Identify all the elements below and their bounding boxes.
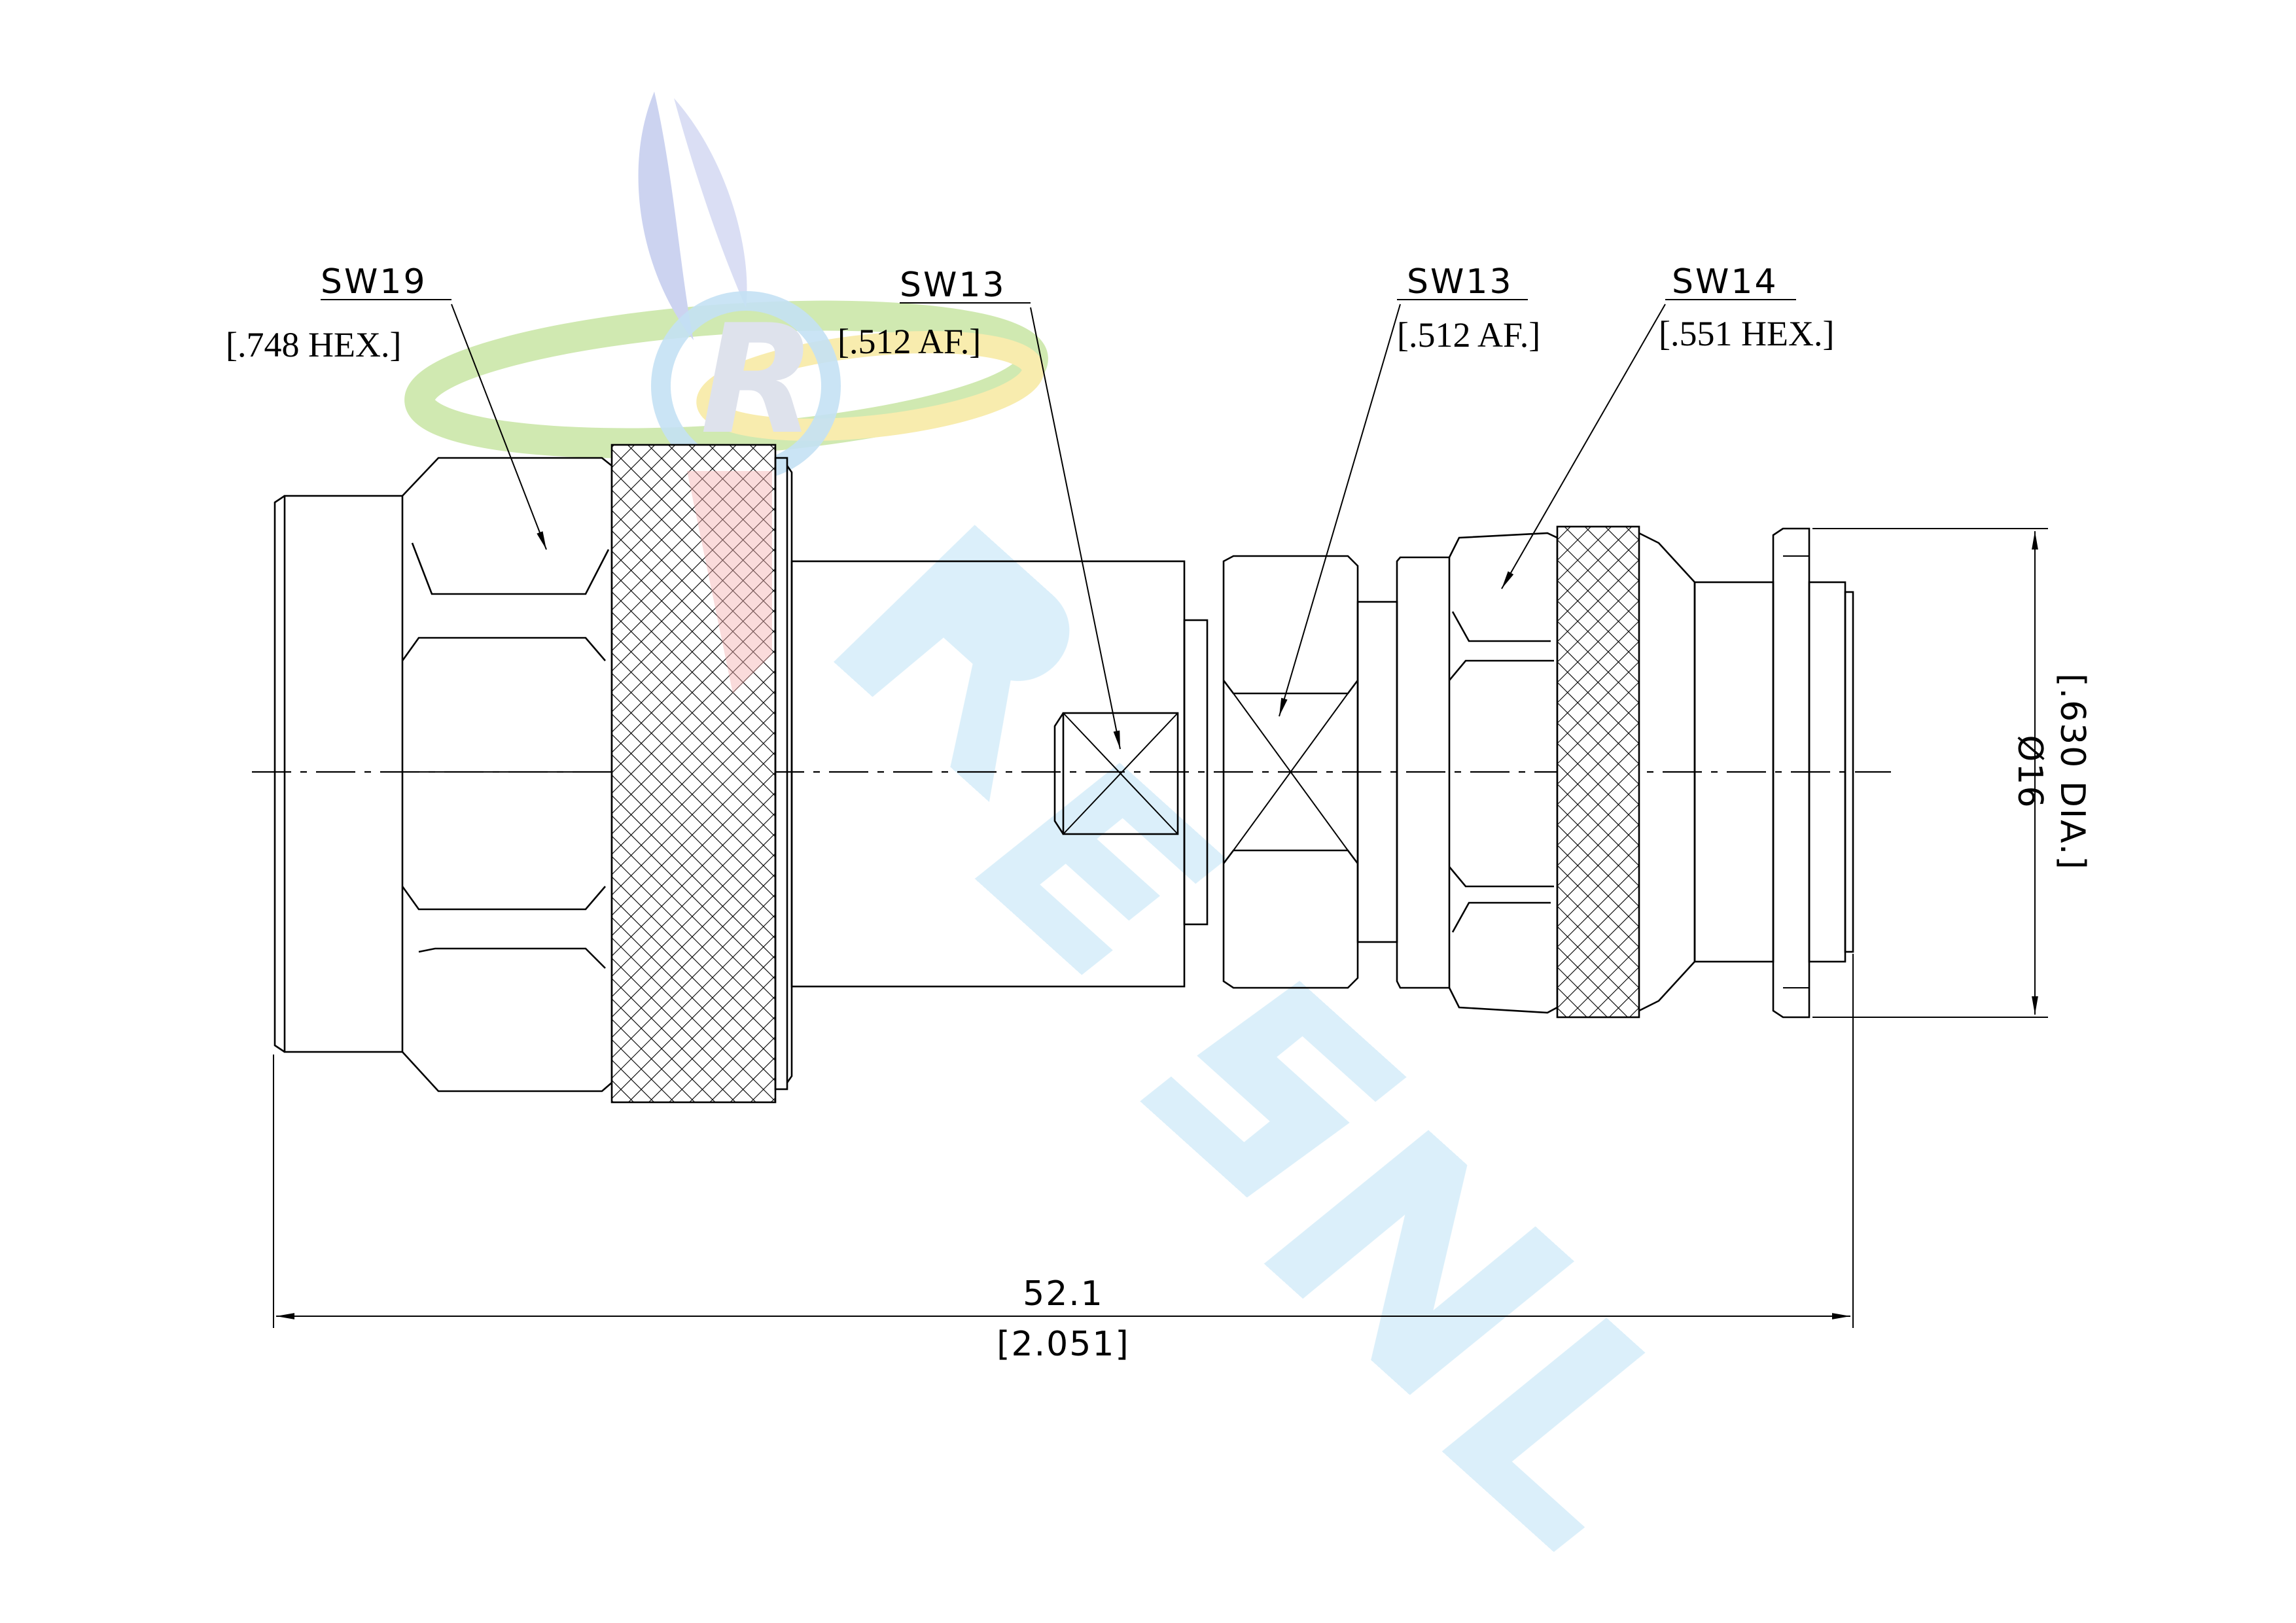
- rear-flange: [1772, 527, 1854, 1019]
- callout-sw14: SW14 [.551 HEX.]: [1501, 262, 1834, 589]
- hex-nut-sw14: [1396, 532, 1559, 1014]
- callout-sw13-right-code: SW13: [1407, 262, 1513, 302]
- length-mm: 52.1: [1023, 1274, 1104, 1314]
- watermark-letter-r: R: [700, 293, 816, 468]
- flats-sw13-left: [1053, 712, 1179, 835]
- callout-sw19: SW19 [.748 HEX.]: [226, 262, 547, 550]
- knurled-sleeve-large: [610, 444, 793, 1104]
- length-dimension: 52.1 [2.051]: [273, 954, 1854, 1364]
- callout-sw13-left-code: SW13: [900, 266, 1006, 305]
- hex-flats-sw13-right: [1222, 555, 1359, 989]
- callout-sw19-code: SW19: [321, 262, 427, 302]
- diameter-in: [.630 DIA.]: [2053, 673, 2092, 870]
- callout-sw13-right: SW13 [.512 AF.]: [1279, 262, 1540, 717]
- callout-sw14-code: SW14: [1672, 262, 1778, 302]
- diameter-dimension: Ø16 [.630 DIA.]: [1812, 528, 2092, 1018]
- knurled-sleeve-small: [1556, 525, 1640, 1019]
- callout-sw14-size: [.551 HEX.]: [1659, 314, 1834, 353]
- callout-sw13-left-size: [.512 AF.]: [838, 322, 981, 361]
- callout-sw19-size: [.748 HEX.]: [226, 325, 401, 364]
- diameter-mm: Ø16: [2010, 735, 2049, 809]
- body-tube: [790, 560, 1209, 988]
- callout-sw13-right-size: [.512 AF.]: [1397, 315, 1540, 355]
- hex-nut-sw19: [401, 457, 613, 1092]
- watermark-wordmark: [834, 525, 1646, 1552]
- length-in: [2.051]: [997, 1325, 1129, 1364]
- left-coupling-front: [274, 495, 404, 1053]
- callout-sw13-left: SW13 [.512 AF.]: [838, 266, 1121, 750]
